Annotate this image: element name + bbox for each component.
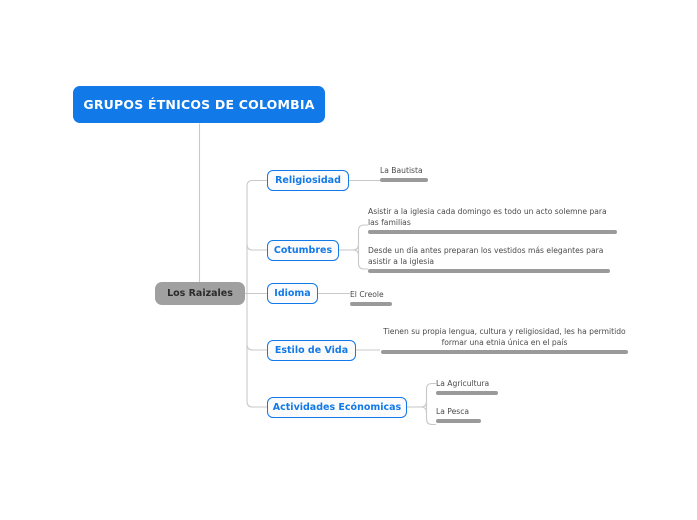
leaf-note-text: El Creole [350, 290, 384, 299]
root-node-label: GRUPOS ÉTNICOS DE COLOMBIA [83, 97, 315, 112]
leaf-note-bar [380, 178, 428, 182]
leaf-note-la-bautista[interactable]: La Bautista [380, 165, 428, 182]
leaf-note-la-agricultura[interactable]: La Agricultura [436, 378, 498, 395]
branch-node-label: Actividades Ecónomicas [272, 401, 402, 413]
branch-node-label: Cotumbres [273, 244, 333, 256]
branch-node-estilo-de-vida[interactable]: Estilo de Vida [267, 339, 356, 361]
leaf-note-propia-lengua[interactable]: Tienen su propia lengua, cultura y relig… [381, 326, 628, 354]
branch-node-label: Idioma [274, 288, 311, 299]
leaf-note-text: La Bautista [380, 166, 423, 175]
leaf-note-bar [436, 419, 481, 423]
center-node-los-raizales[interactable]: Los Raizales [155, 282, 245, 305]
branch-node-cotumbres[interactable]: Cotumbres [267, 239, 339, 261]
leaf-note-text: La Pesca [436, 407, 470, 416]
leaf-note-bar [350, 302, 392, 306]
leaf-note-el-creole[interactable]: El Creole [350, 289, 392, 306]
branch-node-actividades-economicas[interactable]: Actividades Ecónomicas [267, 396, 407, 418]
leaf-note-bar [368, 269, 610, 273]
leaf-note-text: Tienen su propia lengua, cultura y relig… [383, 327, 626, 347]
leaf-note-text: Asistir a la iglesia cada domingo es tod… [368, 207, 607, 227]
root-node[interactable]: GRUPOS ÉTNICOS DE COLOMBIA [73, 86, 325, 123]
branch-node-label: Religiosidad [275, 175, 341, 186]
center-node-label: Los Raizales [167, 288, 233, 299]
branch-node-religiosidad[interactable]: Religiosidad [267, 170, 349, 191]
leaf-note-bar [436, 391, 498, 395]
leaf-note-la-pesca[interactable]: La Pesca [436, 406, 481, 423]
leaf-note-bar [368, 230, 617, 234]
branch-node-idioma[interactable]: Idioma [267, 283, 318, 304]
leaf-note-vestidos-elegantes[interactable]: Desde un día antes preparan los vestidos… [368, 245, 610, 273]
branch-node-label: Estilo de Vida [274, 344, 349, 356]
leaf-note-text: Desde un día antes preparan los vestidos… [368, 246, 604, 266]
leaf-note-asistir-iglesia[interactable]: Asistir a la iglesia cada domingo es tod… [368, 206, 617, 234]
leaf-note-bar [381, 350, 628, 354]
leaf-note-text: La Agricultura [436, 379, 490, 388]
